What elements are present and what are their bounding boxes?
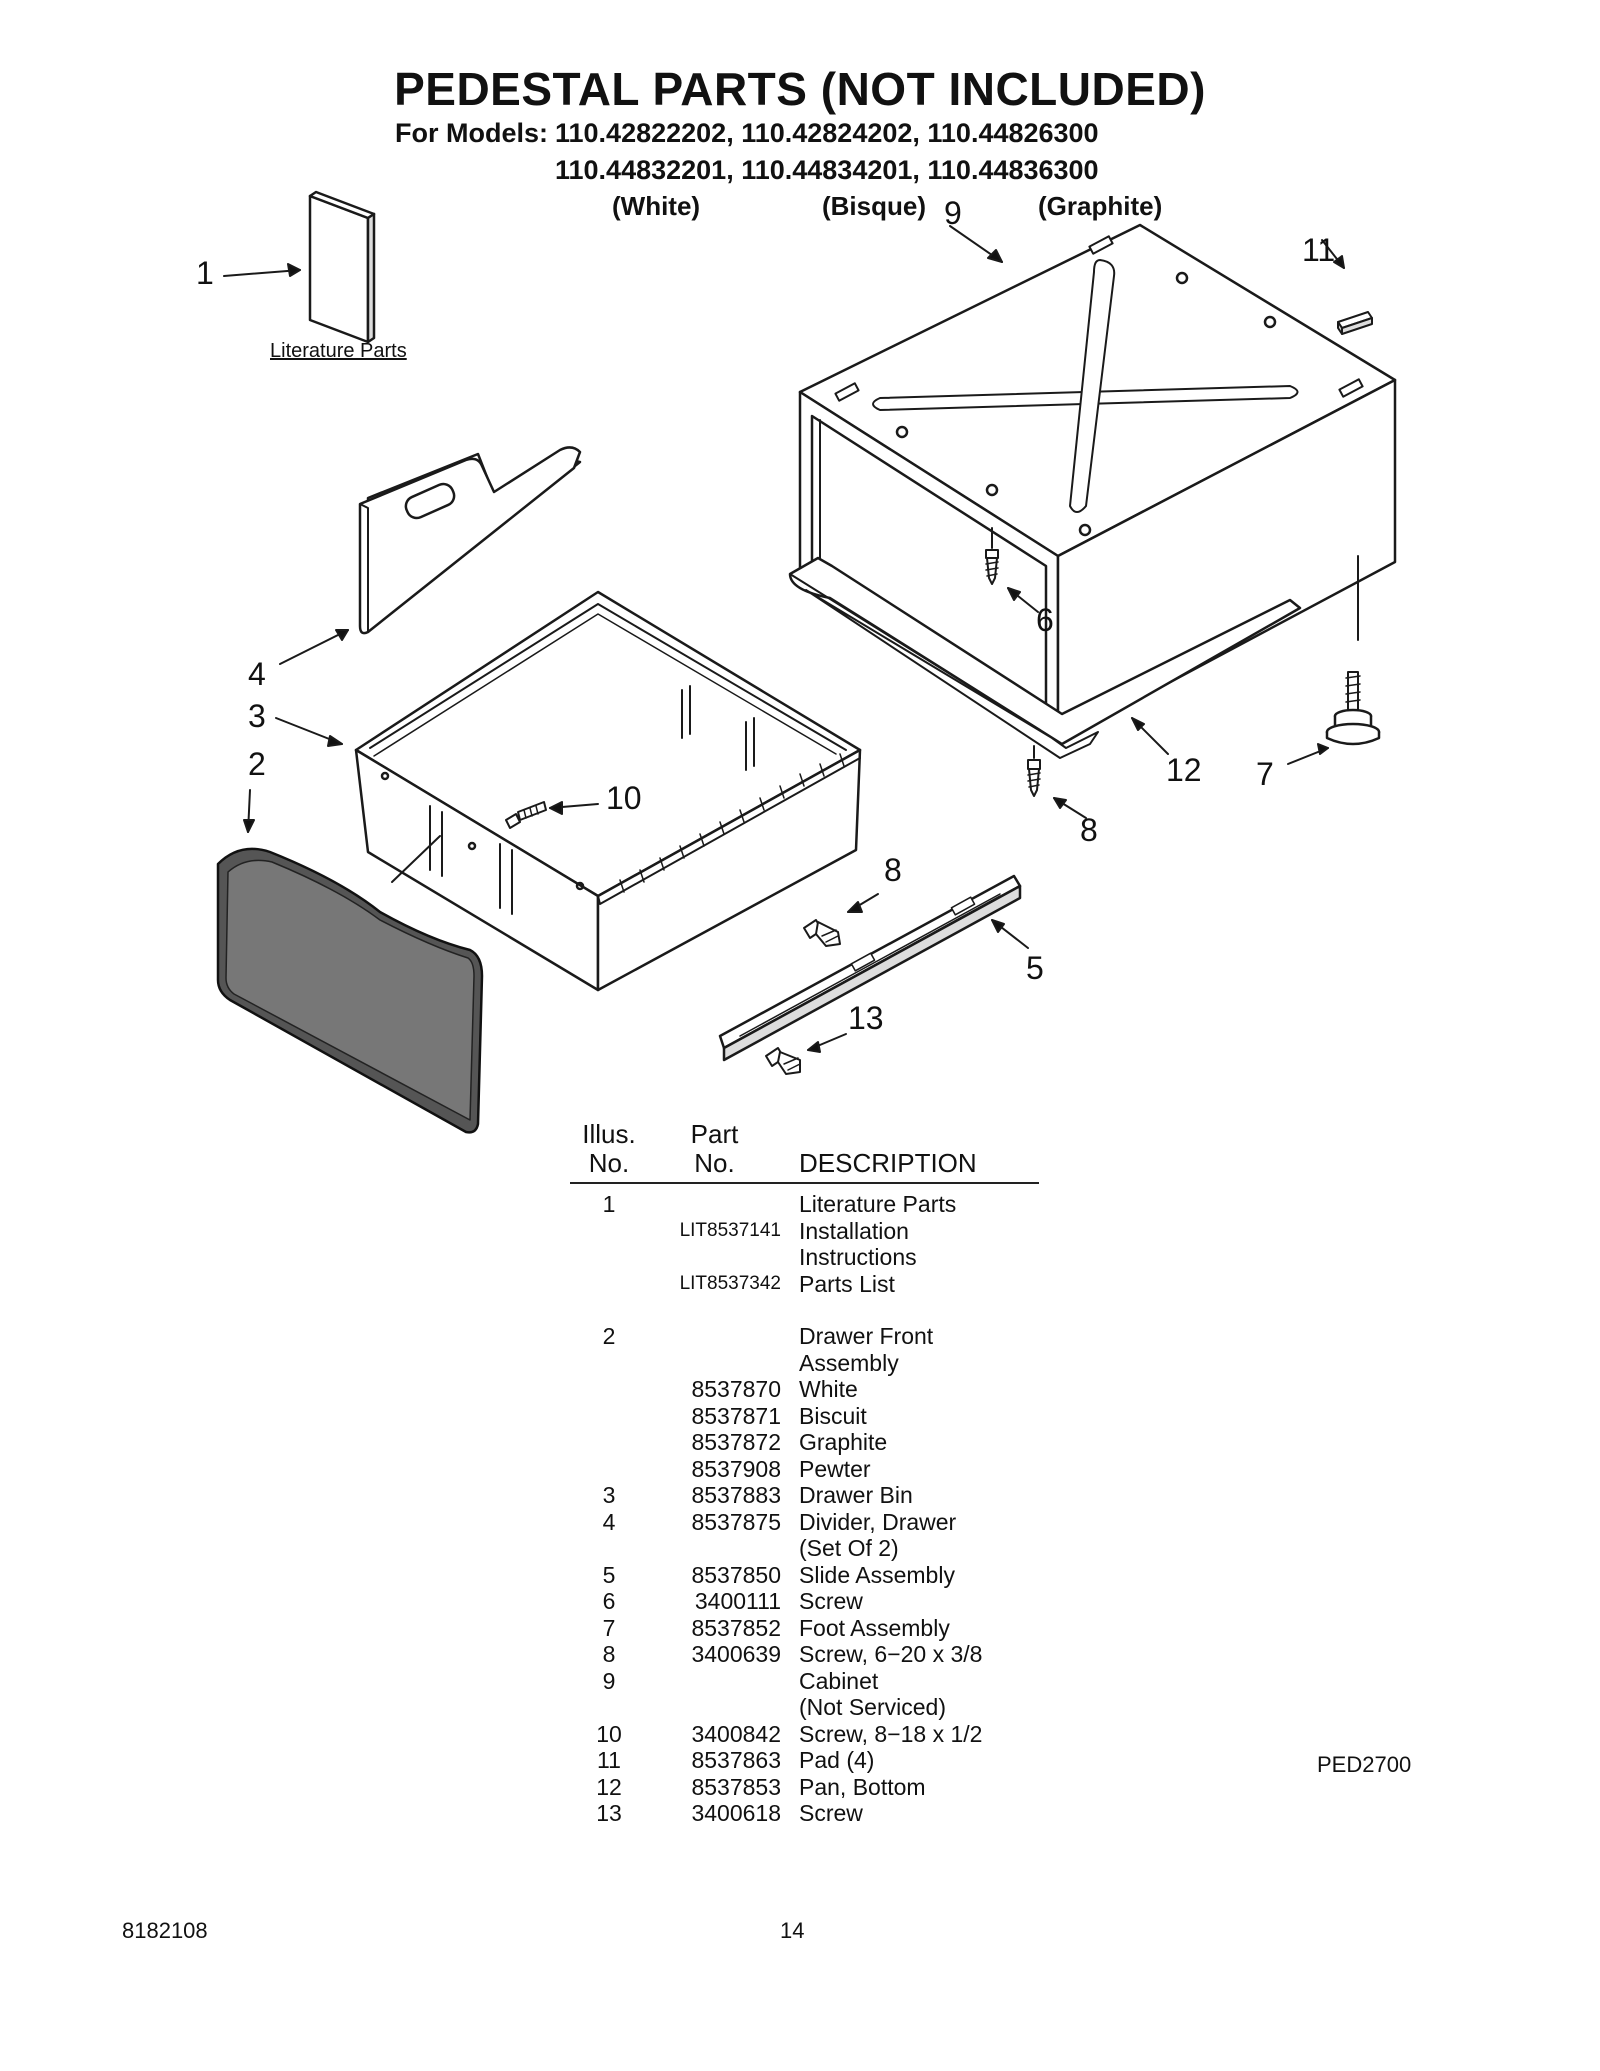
callout-11: 11 [1302,232,1336,268]
drawer-bin [354,590,862,992]
drawer-divider [358,446,582,635]
header-illus-no: Illus. No. [582,1119,636,1178]
models-line-2: 110.44832201, 110.44834201, 110.44836300 [555,155,1099,185]
screw-8-slide [803,919,841,947]
screw-13 [765,1047,801,1075]
color-bisque: (Bisque) [822,191,926,221]
screw-10 [505,801,547,829]
drawer-front [216,847,484,1134]
foot-assembly [1325,671,1381,746]
header-description: DESCRIPTION [799,1148,977,1178]
header-part-no: Part No. [690,1119,739,1178]
leader-arrows [223,225,1345,1053]
slide-assembly [718,874,1022,1062]
callout-4: 4 [248,656,266,692]
callout-7: 7 [1256,756,1274,792]
callout-1: 1 [196,255,214,291]
screw-6 [985,527,999,585]
screw-8-pan [1027,745,1041,797]
callout-13: 13 [848,1000,884,1036]
callout-8-slide: 8 [884,852,902,888]
literature-parts-label: Literature Parts [270,340,407,362]
callout-5: 5 [1026,950,1044,986]
page-title: PEDESTAL PARTS (NOT INCLUDED) [394,63,1206,115]
cabinet [798,223,1397,744]
callout-2: 2 [248,746,266,782]
exploded-parts-diagram [216,190,1397,1134]
callout-6: 6 [1036,602,1054,638]
color-white: (White) [612,191,701,221]
callout-10: 10 [606,780,642,816]
parts-table-header: Illus. No. Part No. DESCRIPTION [570,1120,1039,1183]
document-number: 8182108 [122,1918,208,1943]
figure-code: PED2700 [1317,1752,1412,1777]
callout-12: 12 [1166,752,1202,788]
color-graphite: (Graphite) [1038,191,1163,221]
pad [1337,311,1373,335]
callout-8-pan: 8 [1080,812,1098,848]
bottom-pan [788,556,1302,759]
callout-9: 9 [944,195,962,231]
models-line-1: 110.42822202, 110.42824202, 110.44826300 [555,118,1099,148]
page-number: 14 [780,1918,805,1943]
literature-booklet [308,190,376,344]
callout-3: 3 [248,698,266,734]
for-models-label: For Models: [395,118,548,148]
